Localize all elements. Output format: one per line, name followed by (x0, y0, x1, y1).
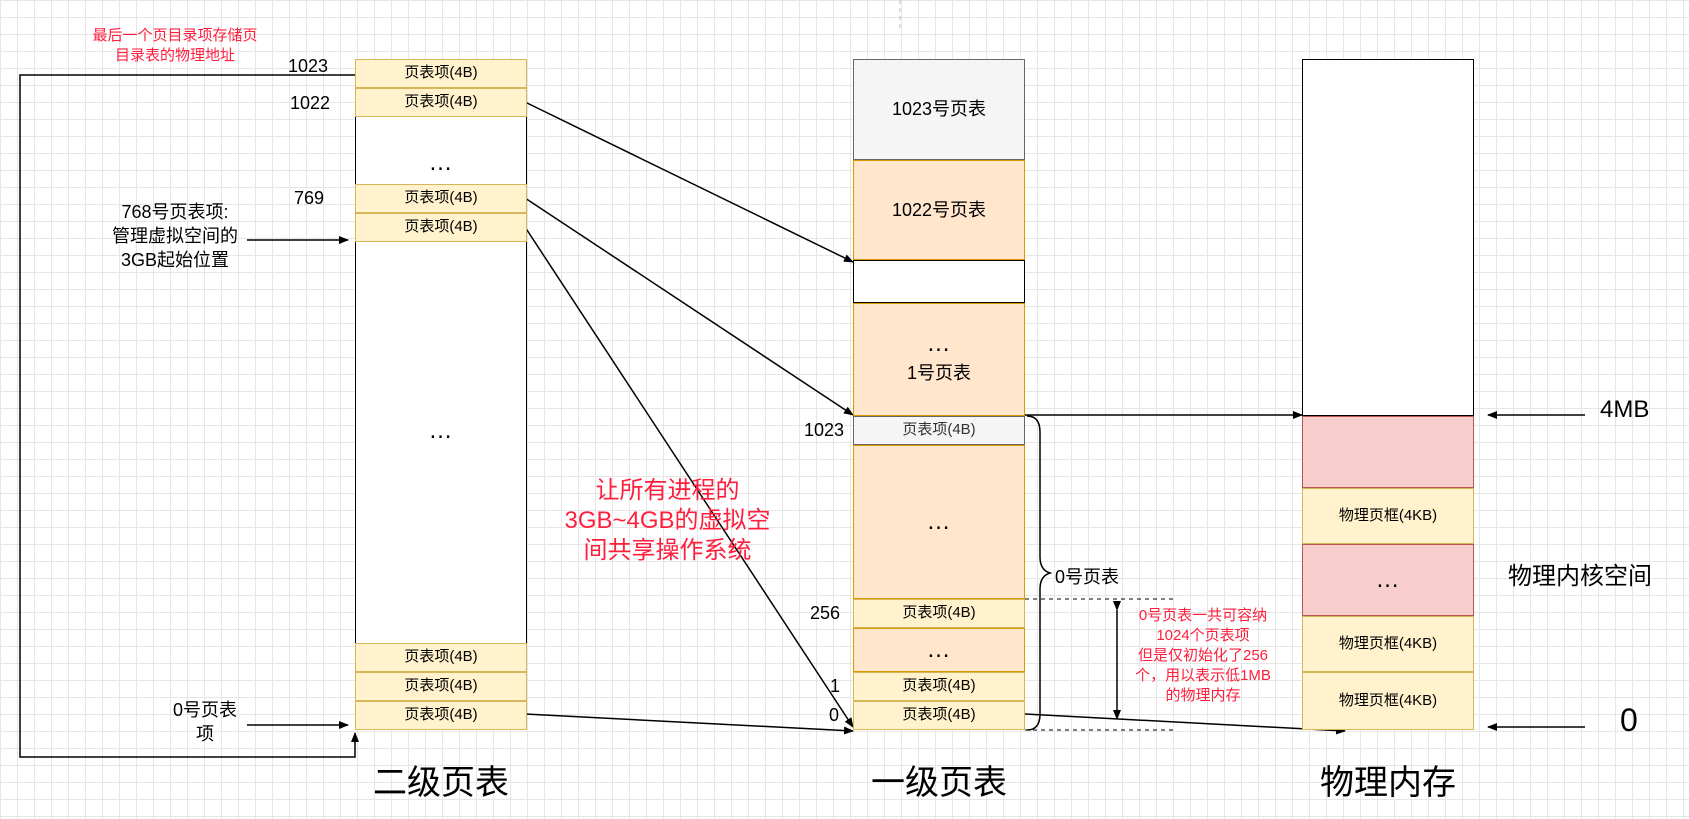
table0-note-line3: 但是仅初始化了256 (1137, 647, 1269, 664)
pte-index-1023: 1023 (804, 420, 845, 440)
mark-4mb: 4MB (1600, 396, 1650, 423)
pde768-note-line1: 768号页表项: (121, 202, 229, 222)
table0-brace-label: 0号页表 (1055, 567, 1120, 587)
pde-index-1023: 1023 (288, 56, 329, 76)
pte-index-256: 256 (810, 603, 841, 623)
pde-entry-1022[interactable]: 页表项(4B) (355, 88, 527, 117)
shared-kernel-note-line1: 让所有进程的 (595, 477, 740, 504)
pde768-note: 768号页表项: 管理虚拟空间的 3GB起始位置 (95, 200, 255, 272)
pde-entry-768[interactable]: 页表项(4B) (355, 213, 527, 242)
pte-index-1: 1 (830, 676, 841, 696)
last-pde-note: 最后一个页目录项存储页 目录表的物理地址 (60, 26, 290, 66)
table0-note-line1: 0号页表一共可容纳 (1138, 607, 1268, 624)
pde-entry-1[interactable]: 页表项(4B) (355, 672, 527, 701)
physical-frame-upper[interactable]: 物理页框(4KB) (1302, 488, 1474, 544)
arrow-pde0-to-table0 (524, 713, 854, 735)
table0-note: 0号页表一共可容纳 1024个页表项 但是仅初始化了256 个，用以表示低1MB… (1115, 606, 1291, 706)
pde-entry-769[interactable]: 页表项(4B) (355, 184, 527, 213)
physical-kernel-block-top (1302, 416, 1474, 488)
shared-kernel-note-line2: 3GB~4GB的虚拟空 (564, 507, 771, 534)
page-table-0-ellipsis-lower: … (853, 628, 1025, 672)
pde0-note-line1: 0号页表 (172, 700, 237, 720)
physical-frame-middle[interactable]: 物理页框(4KB) (1302, 616, 1474, 672)
page-table-1023[interactable]: 1023号页表 (853, 59, 1025, 160)
physical-kernel-ellipsis: … (1302, 544, 1474, 616)
page-table-0-ellipsis-upper: … (853, 445, 1025, 599)
last-pde-note-line2: 目录表的物理地址 (114, 47, 235, 64)
page-table-1022[interactable]: 1022号页表 (853, 160, 1025, 260)
first-level-title: 一级页表 (871, 764, 1007, 802)
pde-ellipsis-top: … (428, 149, 454, 176)
pde768-note-line3: 3GB起始位置 (120, 250, 230, 270)
pde-entry-1023[interactable]: 页表项(4B) (355, 59, 527, 88)
shared-kernel-note-line3: 间共享操作系统 (583, 537, 752, 564)
pte-entry-0[interactable]: 页表项(4B) (853, 701, 1025, 730)
arrow-pde768-to-table0 (524, 226, 854, 728)
physical-memory-title: 物理内存 (1320, 764, 1456, 802)
physical-memory-upper (1302, 59, 1474, 416)
kernel-space-label: 物理内核空间 (1508, 563, 1652, 590)
table0-brace (1026, 415, 1053, 731)
table0-note-line5: 的物理内存 (1165, 687, 1241, 704)
pde0-note-line2: 项 (196, 724, 214, 744)
pde0-note: 0号页表 项 (155, 698, 255, 746)
pte-entry-1023[interactable]: 页表项(4B) (853, 416, 1025, 445)
last-pde-note-line1: 最后一个页目录项存储页 (92, 27, 258, 44)
pte-entry-256[interactable]: 页表项(4B) (853, 599, 1025, 628)
page-table-1-ellipsis: … (926, 330, 952, 358)
page-table-1[interactable]: … 1号页表 (853, 303, 1025, 416)
arrow-pte0-to-frame0 (1024, 713, 1346, 735)
pde-entry-2[interactable]: 页表项(4B) (355, 643, 527, 672)
table0-note-line2: 1024个页表项 (1156, 627, 1250, 644)
pte-entry-1[interactable]: 页表项(4B) (853, 672, 1025, 701)
arrow-pde769-to-table1 (524, 197, 854, 416)
shared-kernel-note: 让所有进程的 3GB~4GB的虚拟空 间共享操作系统 (545, 476, 790, 566)
mark-0: 0 (1620, 702, 1638, 738)
pde-entry-0[interactable]: 页表项(4B) (355, 701, 527, 730)
self-reference-loop-arrow (19, 74, 359, 758)
page-table-1-label: 1号页表 (906, 363, 971, 384)
arrow-pde1022-to-table1022 (524, 101, 854, 263)
pde-index-1022: 1022 (290, 93, 331, 113)
pde768-note-line2: 管理虚拟空间的 (112, 226, 238, 246)
table0-note-line4: 个，用以表示低1MB (1135, 667, 1271, 684)
second-level-title: 二级页表 (373, 764, 509, 802)
pde-index-769: 769 (294, 188, 325, 208)
pde-ellipsis-middle: … (428, 417, 454, 444)
page-table-gap (853, 260, 1025, 303)
pte-index-0: 0 (829, 705, 840, 725)
pde-table-frame (355, 59, 527, 730)
physical-frame-0[interactable]: 物理页框(4KB) (1302, 672, 1474, 730)
